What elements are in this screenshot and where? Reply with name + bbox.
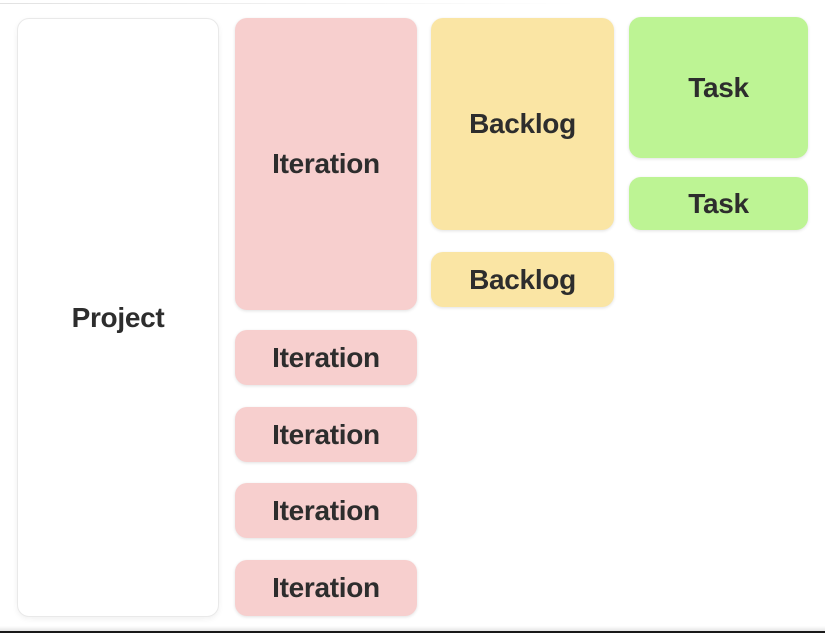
task-card-2[interactable]: Task [629,177,808,230]
top-hairline [0,3,825,4]
iteration-card-3[interactable]: Iteration [235,407,417,462]
iteration-label: Iteration [272,494,380,526]
iteration-card-4[interactable]: Iteration [235,483,417,538]
iteration-card-main[interactable]: Iteration [235,18,417,310]
iteration-label: Iteration [272,148,380,179]
iteration-card-2[interactable]: Iteration [235,330,417,385]
iteration-label: Iteration [272,418,380,450]
iteration-card-5[interactable]: Iteration [235,560,417,616]
iteration-label: Iteration [272,572,380,603]
backlog-card-2[interactable]: Backlog [431,252,614,307]
task-label: Task [688,71,749,103]
project-card[interactable]: Project [17,18,219,617]
project-label: Project [71,301,165,333]
bottom-divider [0,626,825,633]
task-label: Task [688,187,749,219]
iteration-label: Iteration [272,341,380,373]
backlog-card-main[interactable]: Backlog [431,18,614,230]
backlog-label: Backlog [469,108,576,139]
backlog-label: Backlog [469,263,576,295]
task-card-main[interactable]: Task [629,17,808,158]
